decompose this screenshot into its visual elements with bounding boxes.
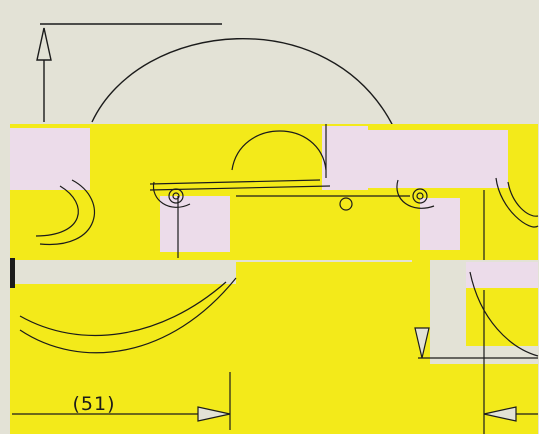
pivot-group xyxy=(168,188,428,211)
left-bracket xyxy=(152,181,191,208)
right-wheel-arc-inner xyxy=(507,181,539,217)
right-pink-column xyxy=(466,262,538,288)
lower-right-curve xyxy=(469,271,539,357)
right-pivot-inner-icon xyxy=(416,192,424,200)
mechanism-linework xyxy=(19,124,539,434)
left-pivot-inner-icon xyxy=(172,192,180,200)
overhead-arc-group xyxy=(36,23,395,129)
left-pivot-icon xyxy=(168,188,184,204)
right-pivot-icon xyxy=(412,188,428,204)
pink-band-right xyxy=(368,130,508,188)
right-bracket xyxy=(396,179,435,209)
central-yellow-block xyxy=(236,262,412,434)
left-edge-bar xyxy=(10,258,15,288)
right-wheel-arc xyxy=(495,177,539,228)
pink-strip-left xyxy=(160,196,230,252)
gray-gap-left xyxy=(10,262,236,280)
overhead-arc xyxy=(91,38,395,129)
lower-left-curve-inner xyxy=(19,281,227,337)
upper-beam-line-2 xyxy=(149,179,321,185)
left-arrow-head-icon xyxy=(197,406,231,422)
right-arrow-head-icon xyxy=(483,406,517,422)
lower-left-yellow xyxy=(10,284,236,364)
left-wheel-arc-inner xyxy=(35,185,79,237)
upper-beam-line xyxy=(149,185,331,191)
right-lower-yellow xyxy=(466,288,538,346)
bottom-dimension xyxy=(12,327,538,430)
left-wheel-arc xyxy=(39,179,96,246)
pink-strip-right xyxy=(420,198,460,250)
center-arch xyxy=(231,130,327,171)
pink-band-left xyxy=(10,128,90,190)
highlight-band xyxy=(10,124,538,280)
pink-band-center xyxy=(322,126,368,190)
bottom-left-yellow xyxy=(10,364,236,434)
center-pivot-icon xyxy=(339,197,353,211)
down-arrow-head-icon xyxy=(414,327,430,359)
vertical-arrow-head-icon xyxy=(36,27,52,61)
lower-left-curve xyxy=(19,277,237,354)
dimension-label: (51) xyxy=(72,393,116,415)
